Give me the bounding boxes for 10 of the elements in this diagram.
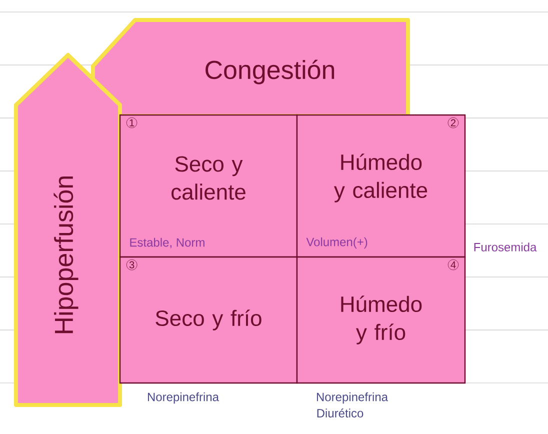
band-label: Congestión	[91, 18, 410, 118]
note-text: Norepinefrina	[316, 392, 388, 404]
quadrant-box: 1 Seco y caliente Estable, Norm	[119, 114, 298, 258]
band-label: Hipoperfusión	[14, 53, 122, 407]
note-text: Diurético	[317, 408, 364, 418]
note-text: Furosemida	[474, 242, 537, 252]
quadrant-box: 3 Seco y frío	[119, 256, 298, 384]
quadrant-box: 4 Húmedo y frío	[296, 256, 466, 384]
quadrant-box: 2 Húmedo y caliente Volumen(+)	[296, 114, 466, 258]
note-text: Norepinefrina	[148, 392, 219, 404]
